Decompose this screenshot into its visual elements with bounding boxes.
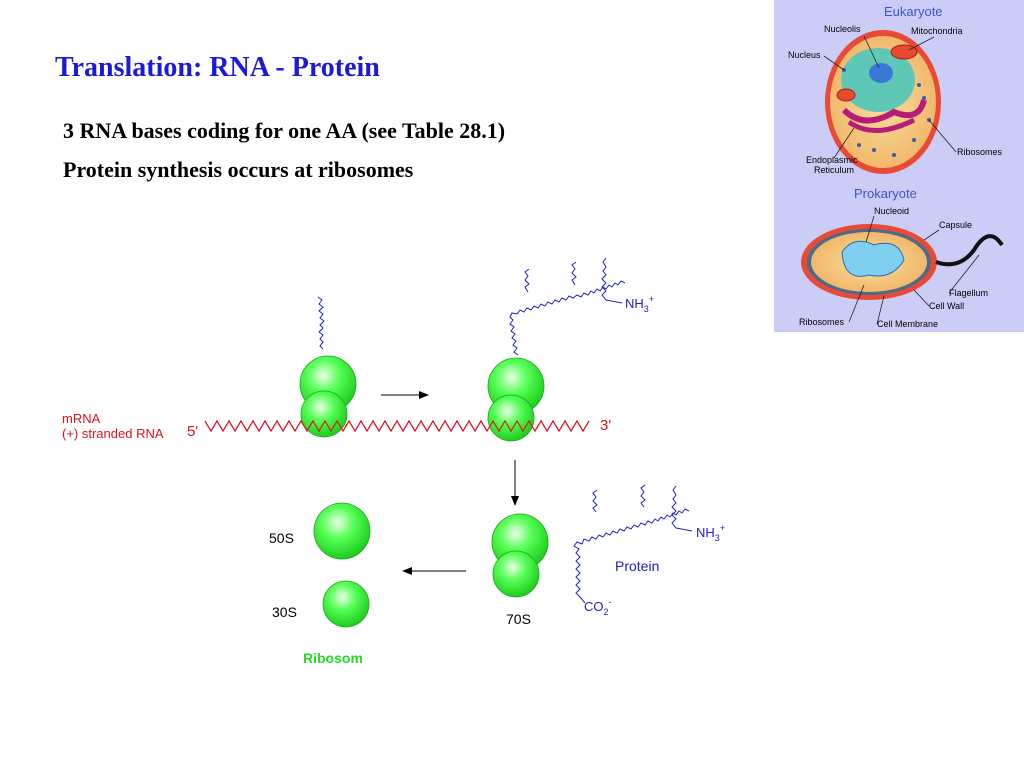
ribosomes2-label: Ribosomes [799, 317, 845, 327]
cell-comparison-panel: Eukaryote Nucleolis Mitochondria Nucleus… [774, 0, 1024, 332]
cellwall-label: Cell Wall [929, 301, 964, 311]
ribosome-1-small [300, 390, 348, 438]
mrna-strand-overlay [204, 419, 590, 433]
label-70s: 70S [506, 611, 531, 627]
subunit-50s [313, 502, 371, 560]
flagellum-shape [935, 234, 1004, 267]
flagellum-label: Flagellum [949, 288, 988, 298]
bullet-codon: 3 RNA bases coding for one AA (see Table… [63, 118, 506, 143]
label-30s: 30S [272, 604, 297, 620]
mrna-label: mRNA [62, 411, 101, 426]
peptide-chain-long [509, 280, 626, 356]
nucleolis-shape [869, 63, 893, 83]
eukaryote-title: Eukaryote [884, 4, 943, 19]
ribosome-70s-small [492, 550, 540, 598]
nucleoid-label: Nucleoid [874, 206, 909, 216]
protein-label: Protein [615, 558, 659, 574]
three-prime-label: 3' [600, 417, 611, 434]
er-label-1: Endoplasmic [806, 155, 858, 165]
ribosome-70s [491, 513, 549, 598]
er-shape [841, 99, 927, 124]
bullet-ribosomes: Protein synthesis occurs at ribosomes [63, 157, 414, 182]
released-protein-chain [573, 508, 690, 598]
nh3-label-bottom: NH3+ [696, 523, 725, 543]
mitochondria-shape [890, 44, 918, 60]
prokaryote-title: Prokaryote [854, 186, 917, 201]
capsule-label: Capsule [939, 220, 972, 230]
slide-title: Translation: RNA - Protein [55, 52, 380, 83]
nucleolis-label: Nucleolis [824, 24, 861, 34]
nh3-label-top: NH3+ [625, 294, 654, 314]
mrna-strand-label: (+) stranded RNA [62, 426, 164, 441]
ribosomes-label: Ribosomes [957, 147, 1003, 157]
cell-illustration: Eukaryote Nucleolis Mitochondria Nucleus… [788, 4, 1004, 329]
peptide-chain-short [317, 296, 325, 350]
ribosome-2 [487, 357, 545, 442]
label-50s: 50S [269, 530, 294, 546]
five-prime-label: 5' [187, 423, 198, 440]
cellmembrane-label: Cell Membrane [877, 319, 938, 329]
co2-label: CO2- [584, 597, 612, 617]
translation-diagram: mRNA (+) stranded RNA 5' 3' NH3+ 70S NH3… [62, 257, 725, 666]
nucleoid-shape [841, 240, 905, 277]
ribosom-label: Ribosom [303, 650, 363, 666]
ribosome-1 [299, 355, 357, 438]
ribosome-2-small [487, 394, 535, 442]
subunit-30s [322, 580, 370, 628]
mitochondria-label: Mitochondria [911, 26, 963, 36]
nucleus-label: Nucleus [788, 50, 821, 60]
er-label-2: Reticulum [814, 165, 854, 175]
